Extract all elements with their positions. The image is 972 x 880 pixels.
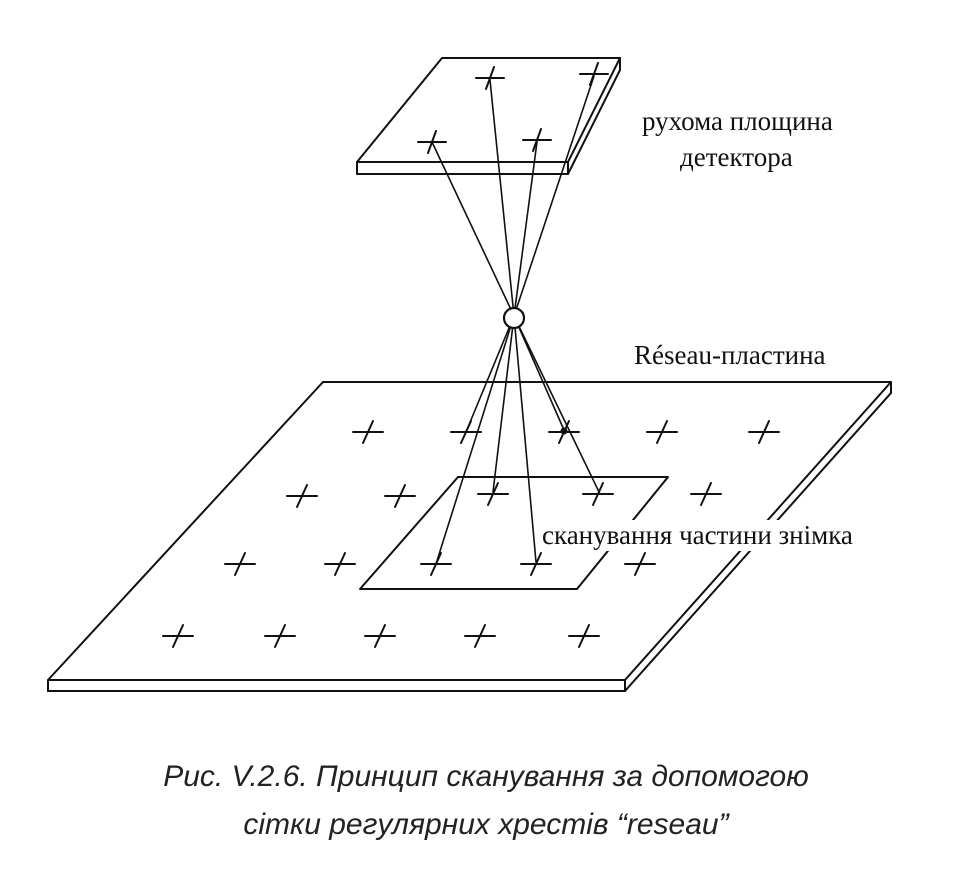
reseau-plate-label: Réseau-пластина xyxy=(634,340,826,370)
scan-area-rectangle xyxy=(359,476,669,590)
lens-circle xyxy=(502,306,526,330)
detector-label-line1: рухома площина xyxy=(642,106,833,136)
upper-rays xyxy=(431,75,595,317)
figure-caption-line2: сітки регулярних хрестів “reseau” xyxy=(243,808,729,841)
detector-crosses xyxy=(417,62,609,154)
scan-area-label: сканування частини знімка xyxy=(540,520,855,552)
active-cross-dot xyxy=(560,427,568,435)
lower-rays xyxy=(435,315,601,565)
detector-label-line2: детектора xyxy=(680,142,793,172)
reseau-plate xyxy=(47,381,892,692)
detector-plane xyxy=(356,57,621,175)
figure-caption-line1: Рис. V.2.6. Принцип сканування за допомо… xyxy=(163,760,809,793)
